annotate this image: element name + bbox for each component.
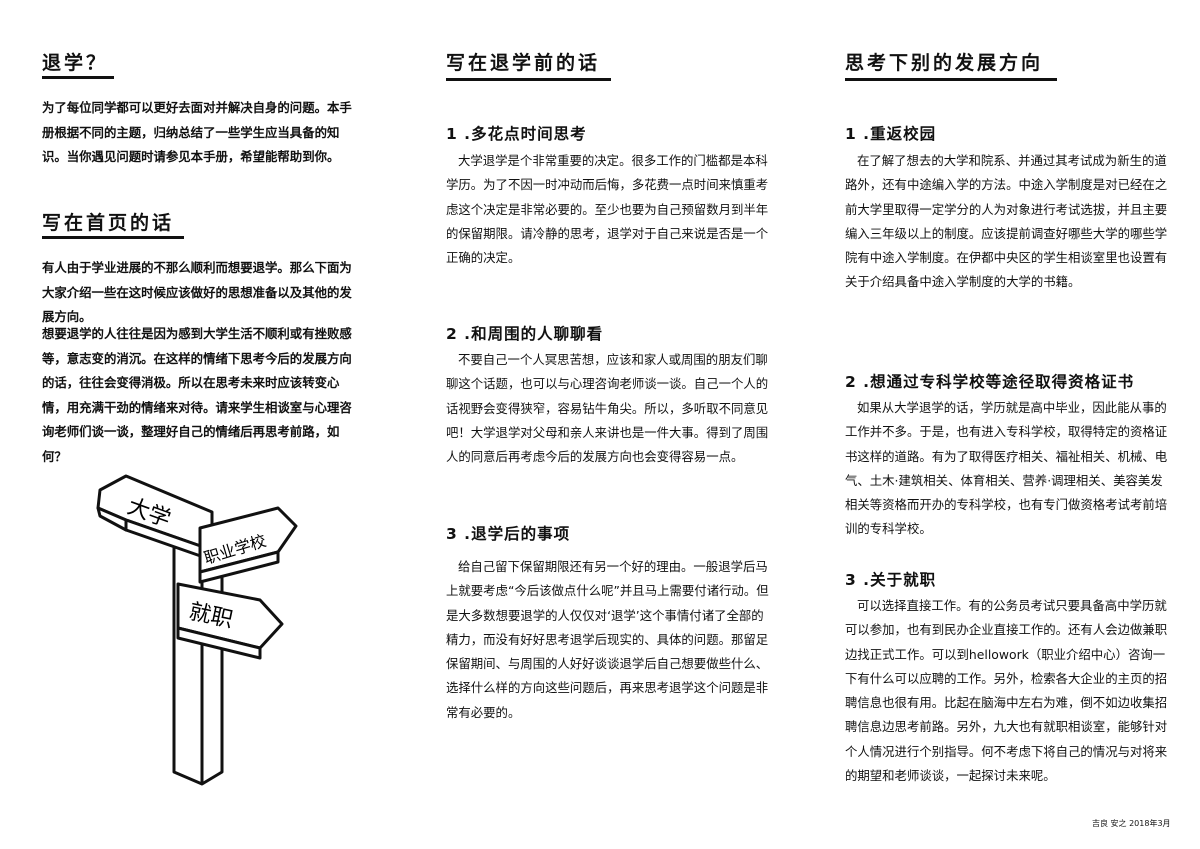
col3-s3-title: 3 .关于就职 (845, 571, 937, 589)
title-underline (42, 236, 184, 239)
shouye-body-2: 想要退学的人往往是因为感到大学生活不顺利或有挫败感等，意志变的消沉。在这样的情绪… (42, 326, 352, 464)
col2-s2-body: 不要自己一个人冥思苦想，应该和家人或周围的朋友们聊聊这个话题，也可以与心理咨询老… (446, 352, 769, 465)
signpost-illustration: 大学 职业学校 就职 (96, 474, 298, 786)
title-fazhan: 思考下别的发展方向 (845, 52, 1044, 74)
title-underline (845, 78, 1057, 81)
col3-s3-body: 可以选择直接工作。有的公务员考试只要具备高中学历就可以参加，也有到民办企业直接工… (845, 598, 1168, 784)
col3-s1-title: 1 .重返校园 (845, 125, 937, 143)
col2-s3-body: 给自己留下保留期限还有另一个好的理由。一般退学后马上就要考虑“今后该做点什么呢”… (446, 559, 769, 720)
col2-s3-title: 3 .退学后的事项 (446, 525, 571, 543)
title-underline (446, 78, 611, 81)
title-tuixueqian: 写在退学前的话 (446, 52, 601, 74)
col2-s1-title: 1 .多花点时间思考 (446, 125, 587, 143)
footer-credit: 吉良 安之 2018年3月 (1092, 819, 1171, 828)
col2-s2-title: 2 .和周围的人聊聊看 (446, 325, 604, 343)
title-tuixue: 退学？ (42, 52, 109, 74)
col2-s1-body: 大学退学是个非常重要的决定。很多工作的门槛都是本科学历。为了不因一时冲动而后悔，… (446, 153, 769, 266)
title-underline (42, 76, 114, 79)
col3-s2-title: 2 .想通过专科学校等途径取得资格证书 (845, 373, 1135, 391)
shouye-body-1: 有人由于学业进展的不那么顺利而想要退学。那么下面为大家介绍一些在这时候应该做好的… (42, 260, 352, 324)
col3-s2-body: 如果从大学退学的话，学历就是高中毕业，因此能从事的工作并不多。于是，也有进入专科… (845, 400, 1168, 537)
col3-s1-body: 在了解了想去的大学和院系、并通过其考试成为新生的道路外，还有中途编入学的方法。中… (845, 153, 1168, 290)
title-shouye: 写在首页的话 (42, 212, 175, 234)
intro-text: 为了每位同学都可以更好去面对并解决自身的问题。本手册根据不同的主题，归纳总结了一… (42, 100, 352, 164)
